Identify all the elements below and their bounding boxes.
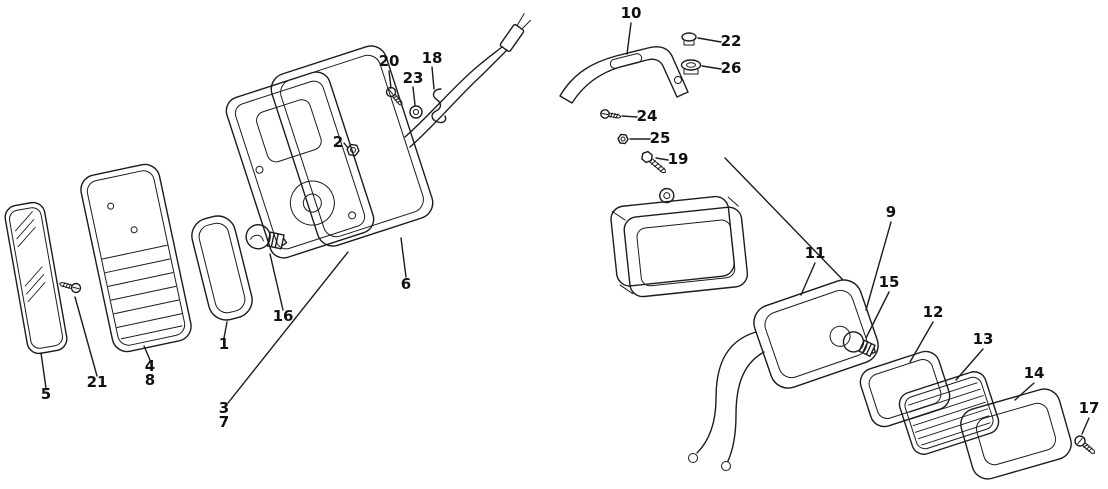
part-housing-rim: [270, 45, 434, 247]
callout-labels: 20 23 18 2 6 16 1 3 7 4 8 21 5 10 22 26 …: [41, 4, 1100, 431]
part-inner-lens-4: [80, 163, 192, 353]
part-screw-24: [600, 109, 622, 119]
callout-label-2: 2: [333, 133, 343, 151]
leader-lines: [40, 22, 1090, 435]
part-grommet-22: [681, 32, 697, 46]
front-lamp-assembly: [4, 13, 531, 355]
callout-label-17: 17: [1079, 399, 1100, 417]
callout-label-13: 13: [973, 330, 994, 348]
callout-label-9: 9: [886, 203, 896, 221]
part-lens-13: [898, 371, 1000, 455]
callout-label-16: 16: [273, 307, 294, 325]
callout-label-11: 11: [805, 244, 826, 262]
callout-label-18: 18: [422, 49, 443, 67]
part-grommet-26: [680, 59, 702, 75]
callout-label-7: 7: [219, 413, 229, 431]
callout-label-23: 23: [403, 69, 424, 87]
part-nut-25: [617, 133, 629, 145]
part-nut-2: [346, 143, 360, 157]
callout-label-12: 12: [923, 303, 944, 321]
callout-label-19: 19: [668, 150, 689, 168]
part-screw-20: [385, 86, 403, 106]
part-bulb-16: [245, 224, 288, 250]
side-marker-assembly: [559, 32, 1096, 480]
callout-label-22: 22: [721, 32, 742, 50]
callout-label-3: 3: [219, 399, 229, 417]
callout-label-8: 8: [145, 371, 155, 389]
callout-label-26: 26: [721, 59, 742, 77]
part-screw-17: [1074, 435, 1096, 454]
part-bezel-14: [960, 388, 1072, 480]
part-gasket-1: [191, 215, 253, 321]
callout-label-4: 4: [145, 357, 155, 375]
part-wire-harness-left: [404, 13, 531, 148]
callout-label-14: 14: [1024, 364, 1045, 382]
part-bolt-19: [641, 150, 666, 174]
part-bracket-10: [559, 46, 689, 104]
callout-label-5: 5: [41, 385, 51, 403]
part-washer-23: [409, 105, 423, 119]
part-wire-leads: [688, 331, 765, 471]
part-connector: [499, 13, 531, 53]
callout-label-24: 24: [637, 107, 658, 125]
part-housing-6: [225, 71, 375, 259]
callout-label-25: 25: [650, 129, 671, 147]
callout-label-10: 10: [621, 4, 642, 22]
part-outer-lens-5: [4, 201, 68, 355]
callout-label-20: 20: [379, 52, 400, 70]
callout-label-1: 1: [219, 335, 229, 353]
callout-label-15: 15: [879, 273, 900, 291]
callout-label-21: 21: [87, 373, 108, 391]
part-bulb-15: [842, 331, 876, 357]
part-screw-21: [59, 281, 82, 294]
part-clip-18: [431, 88, 447, 124]
part-rear-housing: [610, 187, 749, 298]
callout-label-6: 6: [401, 275, 411, 293]
